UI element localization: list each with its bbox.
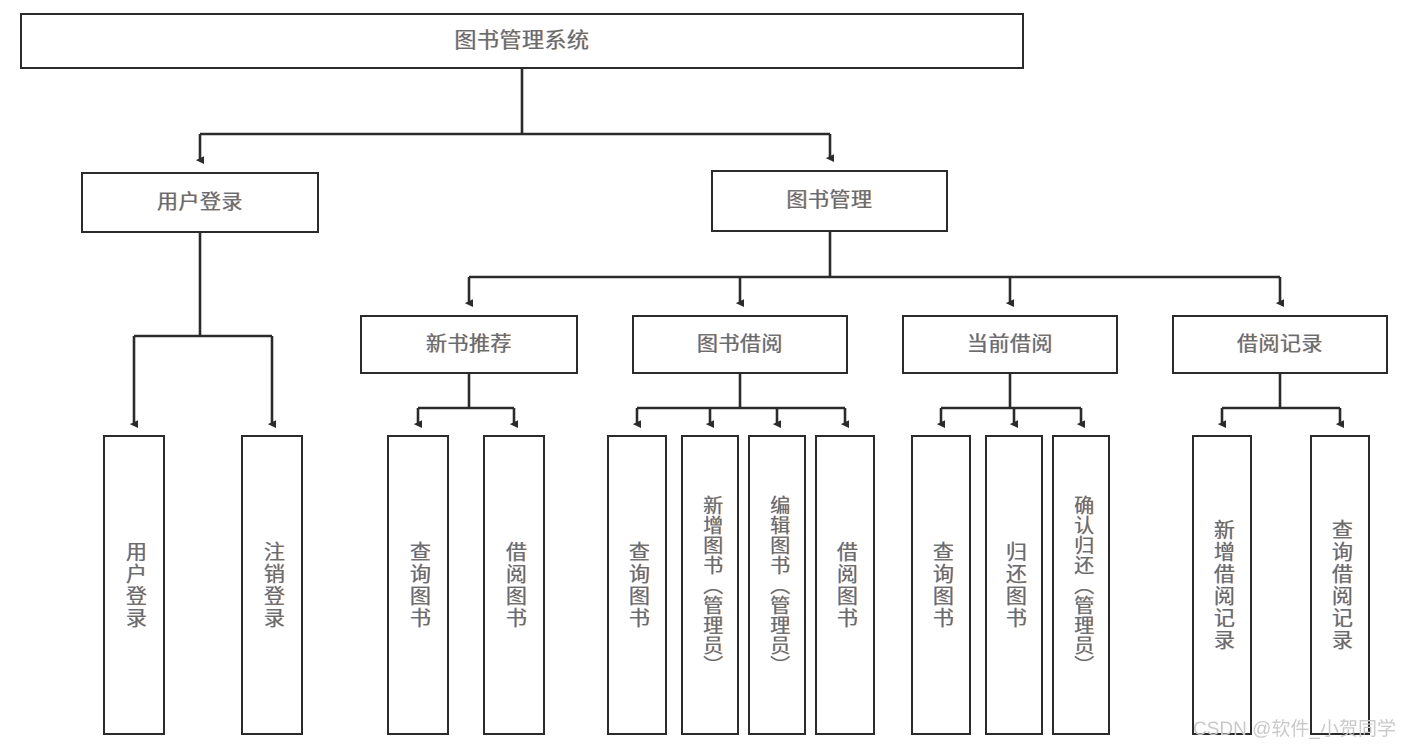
node-label: 新增借阅记录 (1211, 519, 1235, 651)
node-label: 新书推荐 (426, 332, 512, 356)
node-book-management[interactable]: 图书管理 (711, 170, 948, 232)
node-label: 用户登录 (123, 541, 147, 629)
node-label: 图书管理 (786, 189, 873, 213)
node-leaf-query-book-borrow[interactable]: 查询图书 (607, 435, 667, 735)
node-label: 用户登录 (157, 190, 243, 214)
node-leaf-query-book-current[interactable]: 查询图书 (911, 435, 971, 735)
node-label: 借阅图书 (834, 541, 858, 629)
node-label: 查询图书 (626, 541, 650, 629)
node-label: 确认归还（管理员） (1070, 495, 1093, 675)
node-leaf-query-book-recommend[interactable]: 查询图书 (387, 435, 449, 735)
node-label: 查询借阅记录 (1329, 519, 1353, 651)
node-leaf-add-borrow-record[interactable]: 新增借阅记录 (1192, 435, 1252, 735)
node-leaf-edit-book-admin[interactable]: 编辑图书（管理员） (748, 435, 806, 735)
node-label: 借阅图书 (503, 541, 527, 629)
node-label: 编辑图书（管理员） (766, 495, 789, 675)
node-borrow-record[interactable]: 借阅记录 (1172, 315, 1388, 374)
node-book-borrow[interactable]: 图书借阅 (632, 315, 848, 374)
node-label: 归还图书 (1003, 541, 1027, 629)
csdn-watermark: CSDN @软件_小贺同学 (1193, 719, 1396, 740)
node-leaf-confirm-return-admin[interactable]: 确认归还（管理员） (1052, 435, 1110, 735)
node-label: 查询图书 (407, 541, 431, 629)
node-label: 图书管理系统 (454, 27, 590, 53)
node-book-management-system[interactable]: 图书管理系统 (20, 13, 1024, 69)
node-leaf-logout[interactable]: 注销登录 (241, 435, 303, 735)
node-leaf-query-borrow-record[interactable]: 查询借阅记录 (1310, 435, 1370, 735)
node-label: 图书借阅 (697, 332, 783, 356)
node-label: 注销登录 (261, 541, 285, 629)
node-label: 查询图书 (930, 541, 954, 629)
node-label: 新增图书（管理员） (699, 495, 722, 675)
node-leaf-add-book-admin[interactable]: 新增图书（管理员） (681, 435, 739, 735)
node-user-login[interactable]: 用户登录 (81, 172, 319, 233)
node-current-borrow[interactable]: 当前借阅 (902, 315, 1118, 374)
node-label: 当前借阅 (967, 332, 1053, 356)
node-new-book-recommend[interactable]: 新书推荐 (360, 315, 578, 374)
node-label: 借阅记录 (1237, 332, 1323, 356)
node-leaf-return-book[interactable]: 归还图书 (985, 435, 1043, 735)
node-leaf-user-login[interactable]: 用户登录 (103, 435, 165, 735)
node-leaf-borrow-book[interactable]: 借阅图书 (815, 435, 875, 735)
node-leaf-borrow-book-recommend[interactable]: 借阅图书 (483, 435, 545, 735)
